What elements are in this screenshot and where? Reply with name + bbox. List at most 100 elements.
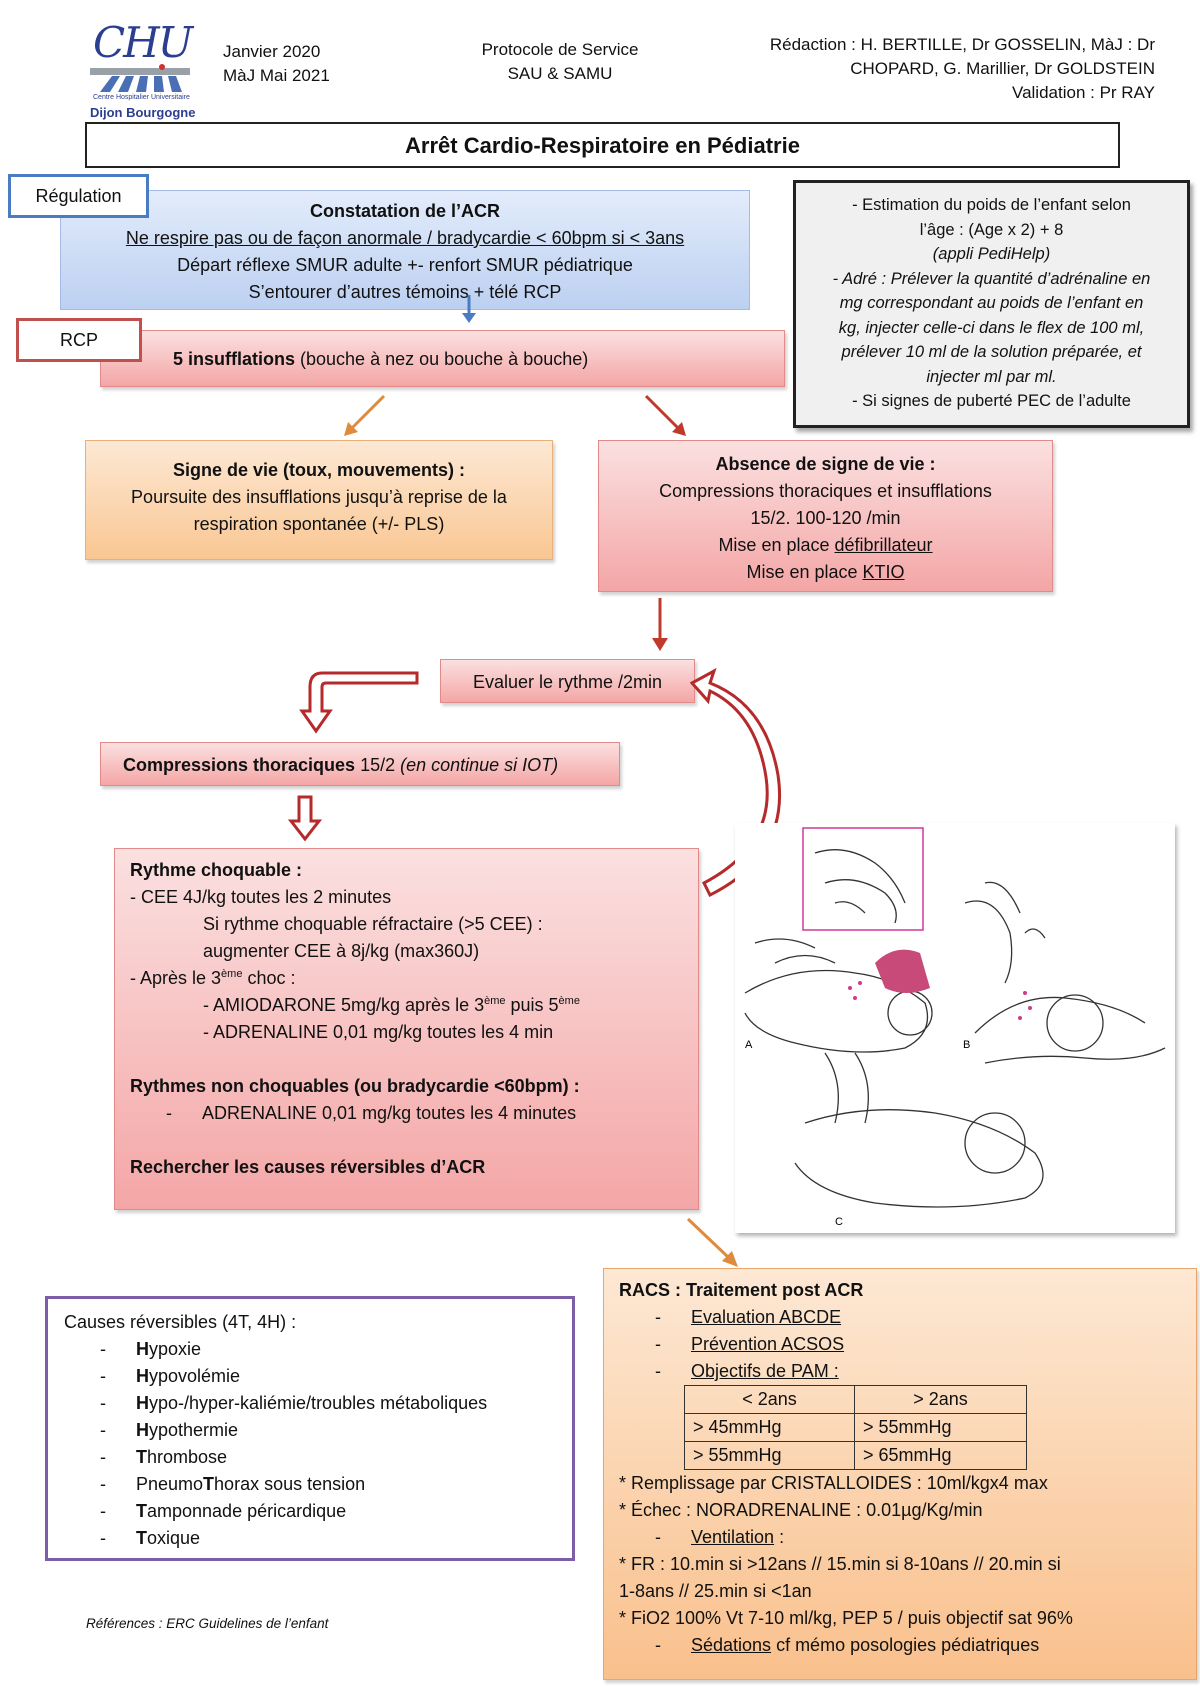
pam-cell: > 55mmHg (684, 1441, 855, 1470)
arrow-down-right-red-icon (644, 394, 686, 436)
info-line-5: mg correspondant au poids de l’enfant en (839, 294, 1144, 312)
rythme-line-7-dash: - (166, 1103, 172, 1123)
compressions-bold: Compressions thoraciques (123, 755, 356, 775)
cause-text: ypothermie (149, 1420, 239, 1440)
header-protocol: Protocole de Service SAU & SAMU (440, 38, 680, 86)
cause-text: ypoxie (149, 1339, 202, 1359)
cause-item: -Hypothermie (64, 1417, 572, 1444)
rythme-choquable-title: Rythme choquable : (130, 860, 303, 880)
arrow-down-red-icon (652, 598, 668, 651)
cause-dash: - (100, 1339, 106, 1359)
insufflations-rest: (bouche à nez ou bouche à bouche) (295, 349, 589, 369)
hollow-arrow-down-icon (288, 795, 322, 841)
cause-text: oxique (147, 1528, 201, 1548)
racs-line-4: 1-8ans // 25.min si <1an (619, 1581, 812, 1601)
info-line-9: - Si signes de puberté PEC de l’adulte (852, 392, 1131, 410)
racs-item-3-text: Objectifs de PAM : (691, 1361, 839, 1381)
pam-cell: < 2ans (684, 1385, 855, 1414)
rythme-line-7: - ADRENALINE 0,01 mg/kg toutes les 4 minu… (130, 1100, 698, 1127)
signe-vie-line-2: respiration spontanée (+/- PLS) (193, 514, 445, 534)
racs-item-4: -Ventilation : (619, 1524, 1196, 1551)
rythme-line-5-pre: - AMIODARONE 5mg/kg après le 3 (203, 995, 485, 1015)
chu-logo: CHU Centre Hospitalier Universitaire Dij… (85, 18, 200, 120)
constatation-line-2: Départ réflexe SMUR adulte +- renfort SM… (177, 255, 633, 275)
cause-item: - Thrombose (64, 1444, 572, 1471)
racs-line-5: * FiO2 100% Vt 7-10 ml/kg, PEP 5 / puis … (619, 1608, 1073, 1628)
rythme-causes-title: Rechercher les causes réversibles d’ACR (130, 1157, 486, 1177)
rcp-tag: RCP (16, 318, 142, 362)
constatation-line-3: S’entourer d’autres témoins + télé RCP (248, 282, 562, 302)
cause-initial: H (136, 1366, 149, 1386)
info-line-2: l’âge : (Age x 2) + 8 (919, 220, 1064, 239)
cause-text: ypo-/hyper-kaliémie/troubles métabolique… (149, 1393, 488, 1413)
cause-dash: - (100, 1474, 106, 1494)
arrow-down-blue-icon (462, 295, 476, 323)
rythme-line-5-sup-2: ème (558, 995, 580, 1007)
redaction-line-2: CHOPARD, G. Marillier, Dr GOLDSTEIN (850, 59, 1155, 78)
pam-cell: > 2ans (854, 1385, 1027, 1414)
rythme-line-5: - AMIODARONE 5mg/kg après le 3ème puis 5… (130, 992, 698, 1019)
cause-text: ypovolémie (149, 1366, 241, 1386)
cause-text: hrombose (147, 1447, 228, 1467)
racs-item-2-text: Prévention ACSOS (691, 1334, 845, 1354)
evaluer-box: Evaluer le rythme /2min (440, 659, 695, 703)
rythme-line-1: - CEE 4J/kg toutes les 2 minutes (130, 887, 392, 907)
rythme-box: Rythme choquable : - CEE 4J/kg toutes le… (114, 848, 699, 1210)
pam-table-row: > 45mmHg> 55mmHg (684, 1413, 1027, 1442)
racs-item-3: -Objectifs de PAM : (619, 1358, 1196, 1385)
racs-item-4-text: Ventilation (691, 1527, 775, 1547)
cause-dash: - (100, 1501, 106, 1521)
cause-item: -Tamponnade péricardique (64, 1498, 572, 1525)
info-line-3: (appli PediHelp) (932, 245, 1051, 263)
header-dates: Janvier 2020 MàJ Mai 2021 (223, 40, 330, 88)
constatation-line-1: Ne respire pas ou de façon anormale / br… (125, 228, 685, 248)
references: Références : ERC Guidelines de l’enfant (86, 1616, 329, 1631)
curved-arrow-left-icon (299, 671, 419, 734)
page-title-box: Arrêt Cardio-Respiratoire en Pédiatrie (85, 122, 1120, 168)
ktio-link: KTIO (862, 562, 905, 582)
cause-dash: - (100, 1447, 106, 1467)
cause-initial: T (136, 1447, 147, 1467)
cause-dash: - (100, 1366, 106, 1386)
absence-vie-line-3-text: Mise en place (718, 535, 835, 555)
illustration-label-b: B (963, 1039, 970, 1051)
illustration-label-a: A (745, 1039, 753, 1051)
racs-dash: - (655, 1527, 661, 1547)
regulation-tag: Régulation (8, 174, 149, 218)
pam-cell: > 65mmHg (854, 1441, 1027, 1470)
page-title: Arrêt Cardio-Respiratoire en Pédiatrie (405, 133, 800, 158)
logo-stripes-icon (90, 64, 190, 92)
racs-line-3: * FR : 10.min si >12ans // 15.min si 8-1… (619, 1554, 1061, 1574)
absence-vie-line-1: Compressions thoraciques et insufflation… (659, 481, 992, 501)
cpr-illustration: A B C (735, 823, 1175, 1233)
protocol-line-2: SAU & SAMU (507, 64, 613, 83)
rythme-line-4-post: choc : (242, 968, 296, 988)
causes-list: -Hypoxie-Hypovolémie-Hypo-/hyper-kaliémi… (64, 1336, 572, 1552)
absence-vie-line-4: Mise en place KTIO (599, 559, 1052, 586)
racs-dash: - (655, 1635, 661, 1655)
rythme-line-3: augmenter CEE à 8j/kg (max360J) (203, 941, 480, 961)
cause-dash: - (100, 1393, 106, 1413)
protocol-line-1: Protocole de Service (481, 40, 639, 59)
racs-item-5-post: cf mémo posologies pédiatriques (771, 1635, 1040, 1655)
racs-title: RACS : Traitement post ACR (619, 1280, 864, 1300)
regulation-label: Régulation (35, 186, 122, 206)
pam-cell: > 45mmHg (684, 1413, 855, 1442)
cause-initial: T (203, 1474, 215, 1494)
cause-initial: T (136, 1528, 147, 1548)
cause-initial: H (136, 1393, 149, 1413)
info-line-6: kg, injecter celle-ci dans le flex de 10… (838, 318, 1145, 337)
causes-box: Causes réversibles (4T, 4H) : -Hypoxie-H… (45, 1296, 575, 1561)
logo-city: Dijon Bourgogne (90, 105, 196, 120)
rythme-line-6: - ADRENALINE 0,01 mg/kg toutes les 4 min (203, 1022, 554, 1042)
cause-dash: - (100, 1528, 106, 1548)
constatation-title: Constatation de l’ACR (309, 201, 500, 221)
rythme-line-7-text: ADRENALINE 0,01 mg/kg toutes les 4 minut… (202, 1103, 577, 1123)
cause-item: -PneumoThorax sous tension (64, 1471, 572, 1498)
racs-item-2: -Prévention ACSOS (619, 1331, 1196, 1358)
compressions-mid: 15/2 (355, 755, 401, 775)
info-line-7: prélever 10 ml de la solution préparée, … (841, 343, 1142, 361)
pam-table: < 2ans> 2ans > 45mmHg> 55mmHg > 55mmHg> … (684, 1385, 1027, 1470)
absence-vie-line-2: 15/2. 100-120 /min (750, 508, 901, 528)
racs-item-5: -Sédations cf mémo posologies pédiatriqu… (619, 1632, 1196, 1659)
